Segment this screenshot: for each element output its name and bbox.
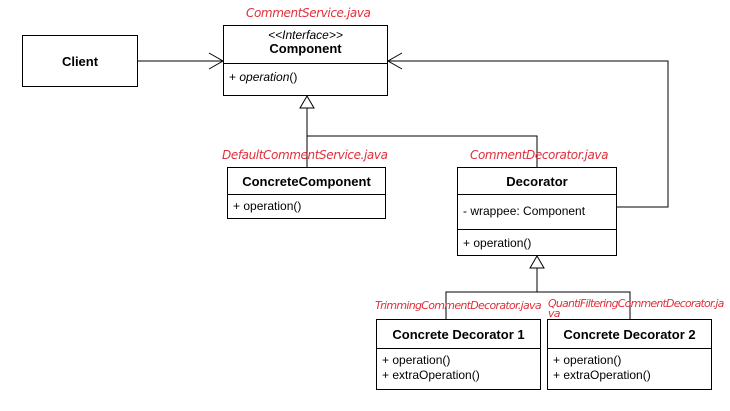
- component-file-annotation: CommentService.java: [246, 6, 371, 20]
- concrete-decorator-1-extra-method: + extraOperation(): [382, 368, 480, 382]
- component-class-name: Component: [269, 41, 342, 56]
- concrete-decorator-2-extra-method: + extraOperation(): [553, 368, 651, 382]
- decorator-implements-link: [307, 135, 538, 167]
- concrete-decorator-1-method: + operation(): [382, 353, 451, 367]
- component-method: + operation(): [229, 70, 298, 84]
- concrete-component-method: + operation(): [233, 199, 302, 213]
- decorator-association-line: [388, 60, 669, 208]
- concrete-decorator-1-class-name: Concrete Decorator 1: [392, 327, 525, 342]
- concrete-component-class[interactable]: ConcreteComponent + operation(): [227, 167, 386, 219]
- concrete-decorator-2-class[interactable]: Concrete Decorator 2 + operation() + ext…: [547, 319, 712, 390]
- decorator-class-name: Decorator: [506, 174, 568, 189]
- component-stereotype: <<Interface>>: [268, 28, 343, 42]
- implements-arrowhead: [299, 95, 315, 109]
- concrete-component-class-name: ConcreteComponent: [242, 174, 371, 189]
- decorator-file-annotation: CommentDecorator.java: [470, 148, 609, 162]
- concrete-decorator-2-class-name: Concrete Decorator 2: [563, 327, 696, 342]
- decorator-association-arrowhead: [386, 52, 403, 70]
- decorator-field: - wrappee: Component: [463, 204, 586, 218]
- component-class[interactable]: <<Interface>> Component + operation(): [223, 25, 388, 96]
- client-class[interactable]: Client: [22, 35, 138, 87]
- decorator-class[interactable]: Decorator - wrappee: Component + operati…: [457, 167, 617, 256]
- client-class-name: Client: [61, 53, 99, 69]
- decorator-method: + operation(): [463, 236, 532, 250]
- concrete-decorator-2-method: + operation(): [553, 353, 622, 367]
- concrete-decorator-2-file-annotation: QuantiFilteringCommentDecorator.java: [548, 297, 724, 320]
- concrete-decorator-1-file-annotation: TrimmingCommentDecorator.java: [375, 299, 542, 312]
- extends-arrowhead: [529, 255, 545, 269]
- concrete-component-file-annotation: DefaultCommentService.java: [222, 148, 388, 162]
- concrete-decorator-1-class[interactable]: Concrete Decorator 1 + operation() + ext…: [376, 319, 541, 390]
- concrete-decorator-links: [445, 291, 631, 319]
